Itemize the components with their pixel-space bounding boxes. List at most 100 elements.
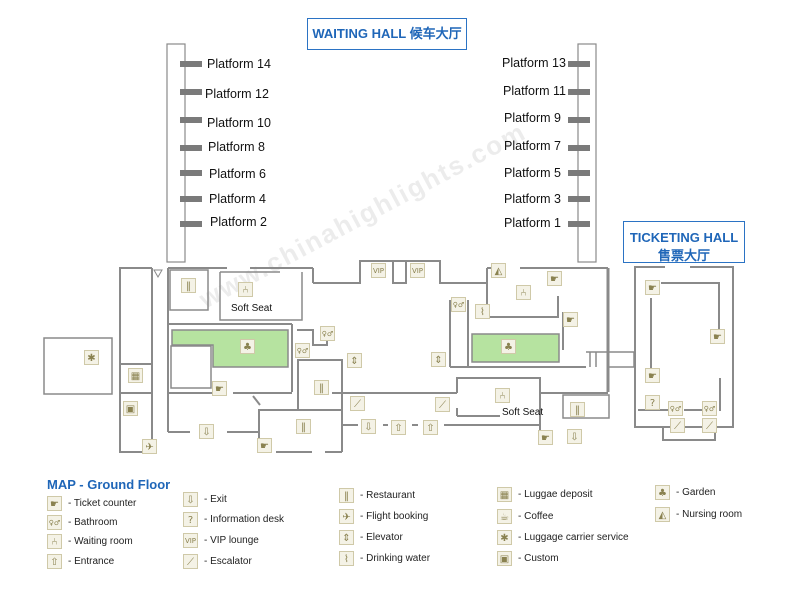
legend-item: ✱- Luggage carrier service [497, 530, 629, 545]
bathroom-icon[interactable]: ♀♂ [668, 401, 683, 416]
exit-icon: ⇩ [183, 492, 198, 507]
vip-lounge-icon[interactable]: VIP [371, 263, 386, 278]
legend-item: ⇕ - Elevator [339, 530, 403, 545]
restaurant-icon[interactable]: ‖ [181, 278, 196, 293]
legend-item: ☛- Ticket counter [47, 496, 136, 511]
escalator-icon[interactable]: ⟋ [670, 418, 685, 433]
garden-icon: ♣ [655, 485, 670, 500]
entrance-icon[interactable]: ⇧ [391, 420, 406, 435]
custom-icon[interactable]: ▣ [123, 401, 138, 416]
waiting-room-icon[interactable]: ⑃ [495, 388, 510, 403]
elevator-icon[interactable]: ⇕ [347, 353, 362, 368]
legend-item: ♣- Garden [655, 485, 715, 500]
entrance-icon: ⇧ [47, 554, 62, 569]
information-desk-icon[interactable]: ? [645, 395, 660, 410]
ticket-counter-icon[interactable]: ☛ [563, 312, 578, 327]
elevator-icon: ⇕ [339, 530, 354, 545]
exit-icon[interactable]: ⇩ [361, 419, 376, 434]
legend-label: - Elevator [360, 532, 403, 543]
legend-item: ⌇- Drinking water [339, 551, 430, 566]
luggage-deposit-icon[interactable]: ▦ [128, 368, 143, 383]
legend-item: ?- Information desk [183, 512, 284, 527]
exit-icon[interactable]: ⇩ [567, 429, 582, 444]
luggage-deposit-icon: ▦ [497, 487, 512, 502]
garden-icon: ♣ [501, 339, 516, 354]
legend-label: - Ticket counter [68, 498, 137, 509]
platform-label: Platform 12 [205, 87, 269, 101]
legend-item: ⇩- Exit [183, 492, 227, 507]
waiting-hall-title: WAITING HALL 候车大厅 [307, 18, 467, 50]
flight-booking-icon[interactable]: ✈ [142, 439, 157, 454]
ticket-counter-icon[interactable]: ☛ [710, 329, 725, 344]
legend-item: ⇧ - Entrance [47, 554, 114, 569]
legend-label: - Restaurant [360, 490, 416, 501]
garden-icon: ♣ [240, 339, 255, 354]
platform-label: Platform 8 [208, 140, 265, 154]
soft-seat-label: Soft Seat [502, 407, 544, 418]
legend-item: ⟋- Escalator [183, 554, 252, 569]
ticketing-hall-title: TICKETING HALL 售票大厅 [623, 221, 745, 263]
exit-icon[interactable]: ⇩ [199, 424, 214, 439]
legend-label: - Escalator [204, 556, 252, 567]
platform-label: Platform 11 [503, 84, 566, 98]
nursing-room-icon[interactable]: ◭ [491, 263, 506, 278]
legend-label: - Custom [518, 553, 559, 564]
bathroom-icon[interactable]: ♀♂ [295, 343, 310, 358]
bathroom-icon[interactable]: ♀♂ [320, 326, 335, 341]
restaurant-icon[interactable]: ‖ [570, 402, 585, 417]
soft-seat-label: Soft Seat [231, 303, 273, 314]
drinking-water-icon[interactable]: ⌇ [475, 304, 490, 319]
legend-label: - Entrance [68, 556, 115, 567]
ticket-counter-icon[interactable]: ☛ [538, 430, 553, 445]
restaurant-icon[interactable]: ‖ [296, 419, 311, 434]
ticket-counter-icon[interactable]: ☛ [212, 381, 227, 396]
waiting-room-icon: ⑃ [47, 534, 62, 549]
bathroom-icon[interactable]: ♀♂ [702, 401, 717, 416]
ticket-counter-icon[interactable]: ☛ [645, 280, 660, 295]
legend-label: - Luggae deposit [518, 489, 593, 500]
legend-label: - Luggage carrier service [518, 532, 629, 543]
legend-item: ‖- Restaurant [339, 488, 415, 503]
legend-title: MAP - Ground Floor [47, 477, 171, 492]
platform-label: Platform 10 [207, 116, 271, 130]
legend-label: - Bathroom [68, 517, 118, 528]
platform-label: Platform 4 [209, 192, 266, 206]
bathroom-icon[interactable]: ♀♂ [451, 297, 466, 312]
legend-item: ☕ - Coffee [497, 509, 553, 524]
waiting-room-icon[interactable]: ⑃ [516, 285, 531, 300]
vip-lounge-icon[interactable]: VIP [410, 263, 425, 278]
ticket-counter-icon[interactable]: ☛ [547, 271, 562, 286]
restaurant-icon[interactable]: ‖ [314, 380, 329, 395]
legend-label: - VIP lounge [204, 535, 259, 546]
elevator-icon[interactable]: ⇕ [431, 352, 446, 367]
legend-item: ♀♂ - Bathroom [47, 515, 117, 530]
legend-label: - Nursing room [676, 509, 743, 520]
platform-label: Platform 3 [504, 192, 561, 206]
platform-label: Platform 1 [504, 216, 561, 230]
legend-label: - Waiting room [68, 536, 133, 547]
escalator-icon[interactable]: ⟋ [702, 418, 717, 433]
escalator-icon[interactable]: ⟋ [435, 397, 450, 412]
entrance-icon[interactable]: ⇧ [423, 420, 438, 435]
legend-label: - Coffee [518, 511, 554, 522]
legend-item: ◭- Nursing room [655, 507, 742, 522]
escalator-icon[interactable]: ⟋ [350, 396, 365, 411]
legend-item: ▦ - Luggae deposit [497, 487, 593, 502]
custom-icon: ▣ [497, 551, 512, 566]
ticketing-hall-title-en: TICKETING HALL [629, 230, 739, 245]
vip-lounge-icon: VIP [183, 533, 198, 548]
waiting-room-icon[interactable]: ⑃ [238, 282, 253, 297]
flight-booking-icon: ✈ [339, 509, 354, 524]
luggage-carrier-icon[interactable]: ✱ [84, 350, 99, 365]
ticket-counter-icon[interactable]: ☛ [645, 368, 660, 383]
bathroom-icon: ♀♂ [47, 515, 62, 530]
legend-item: VIP - VIP lounge [183, 533, 259, 548]
legend-label: - Drinking water [360, 553, 431, 564]
ticket-counter-icon[interactable]: ☛ [257, 438, 272, 453]
platform-label: Platform 14 [207, 57, 271, 71]
platform-label: Platform 6 [209, 167, 266, 181]
legend-item: ✈- Flight booking [339, 509, 428, 524]
coffee-icon: ☕ [497, 509, 512, 524]
